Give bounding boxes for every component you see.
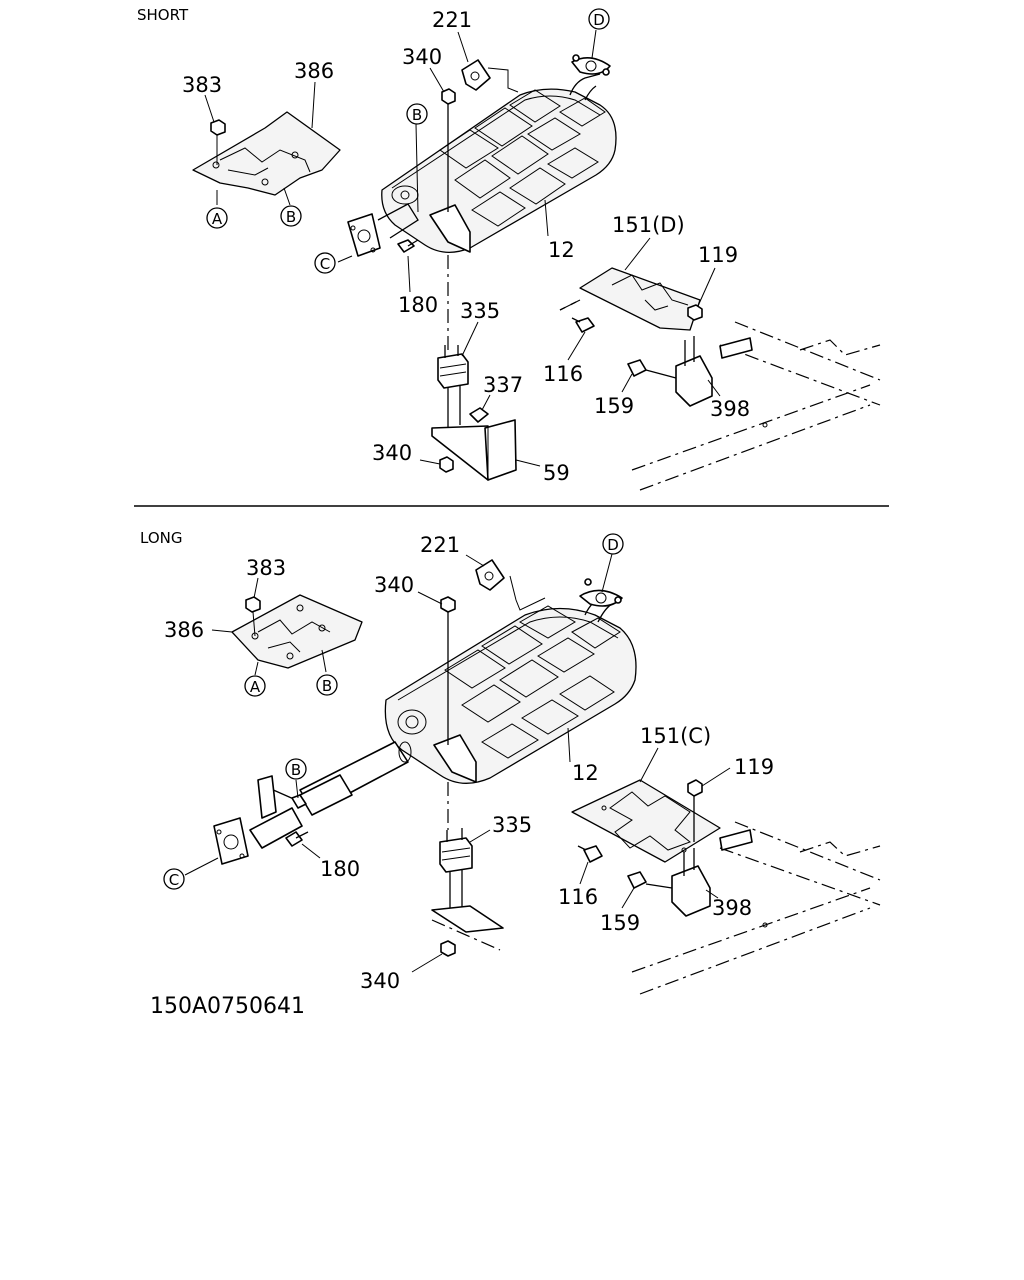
label-159-long: 159 <box>600 911 640 935</box>
outlet-flange-short <box>571 54 611 76</box>
svg-text:B: B <box>286 208 296 226</box>
label-386-short: 386 <box>294 59 334 83</box>
rubber-mount-335-short <box>437 345 469 432</box>
marker-d-long <box>602 533 624 555</box>
label-335-long: 335 <box>492 813 532 837</box>
nut-119-short <box>687 304 703 321</box>
bolt-180-long <box>285 831 309 847</box>
muffler-12-long <box>384 595 637 784</box>
inlet-pipe-long <box>213 741 412 865</box>
label-340-top-long: 340 <box>374 573 414 597</box>
short-section-title: SHORT <box>137 6 189 24</box>
svg-text:A: A <box>250 678 261 696</box>
svg-text:B: B <box>291 761 301 779</box>
circle-markers-long: A B B C D <box>163 533 624 890</box>
label-116-long: 116 <box>558 885 598 909</box>
marker-b-short <box>280 205 302 227</box>
label-151-short: 151(D) <box>612 213 685 237</box>
heat-shield-151-c <box>571 779 721 863</box>
svg-text:A: A <box>212 210 223 228</box>
label-119-short: 119 <box>698 243 738 267</box>
bolt-116-long <box>577 845 603 863</box>
label-221-long: 221 <box>420 533 460 557</box>
label-386-long: 386 <box>164 618 204 642</box>
label-221-short: 221 <box>432 8 472 32</box>
rubber-mount-335-long <box>439 828 473 912</box>
svg-text:C: C <box>320 255 330 273</box>
long-section: LONG <box>140 529 881 995</box>
leaders-long <box>184 553 731 973</box>
outlet-flange-long <box>579 578 623 607</box>
long-section-title: LONG <box>140 529 182 547</box>
label-151-long: 151(C) <box>640 724 711 748</box>
label-340-bottom-long: 340 <box>360 969 400 993</box>
label-12-long: 12 <box>572 761 599 785</box>
label-180-long: 180 <box>320 857 360 881</box>
short-section: SHORT <box>137 6 881 491</box>
label-119-long: 119 <box>734 755 774 779</box>
frame-rail-short <box>631 321 881 491</box>
bolt-337 <box>469 407 489 423</box>
bolt-159-short <box>627 359 677 379</box>
bolt-116-short <box>571 317 595 333</box>
label-12-short: 12 <box>548 238 575 262</box>
label-340-top-short: 340 <box>402 45 442 69</box>
label-159-short: 159 <box>594 394 634 418</box>
part-labels-long: 221 340 383 386 12 151(C) 119 180 335 11… <box>164 533 774 993</box>
part-labels-short: 221 340 383 386 12 151(D) 119 180 335 11… <box>182 8 750 485</box>
marker-c-short <box>314 252 336 274</box>
nut-119-long <box>687 779 703 842</box>
marker-d-short <box>588 8 610 30</box>
svg-text:C: C <box>169 871 179 889</box>
rubber-hanger-221 <box>461 59 519 93</box>
label-383-short: 383 <box>182 73 222 97</box>
frame-bracket-long <box>431 905 504 957</box>
muffler-12 <box>381 73 617 253</box>
hanger-stud-long <box>440 596 456 830</box>
label-383-long: 383 <box>246 556 286 580</box>
label-337-short: 337 <box>483 373 523 397</box>
svg-text:D: D <box>607 536 619 554</box>
label-335-short: 335 <box>460 299 500 323</box>
nut-383 <box>210 119 226 165</box>
svg-text:B: B <box>322 677 332 695</box>
hanger-stud-short <box>441 88 456 350</box>
marker-a-long <box>244 675 266 697</box>
label-59: 59 <box>543 461 570 485</box>
svg-text:D: D <box>593 11 605 29</box>
nut-340-bottom-short <box>439 456 454 473</box>
label-116-short: 116 <box>543 362 583 386</box>
label-398-long: 398 <box>712 896 752 920</box>
heat-shield-386 <box>192 111 341 196</box>
marker-c-long <box>163 868 185 890</box>
circle-markers-short: A B B C D <box>206 8 610 274</box>
marker-b-long <box>316 674 338 696</box>
leaders-short <box>204 29 721 467</box>
label-340-bottom-short: 340 <box>372 441 412 465</box>
inlet-flange-short <box>347 203 419 257</box>
marker-b-muffler-short <box>406 103 428 125</box>
bracket-398-long <box>671 848 711 917</box>
svg-text:B: B <box>412 106 422 124</box>
label-180-short: 180 <box>398 293 438 317</box>
marker-b-pipe-long <box>285 758 307 780</box>
rubber-hanger-221-long <box>475 559 546 611</box>
label-398-short: 398 <box>710 397 750 421</box>
figure-code: 150A0750641 <box>150 994 305 1019</box>
marker-a-short <box>206 207 228 229</box>
bolt-159-long <box>627 871 673 889</box>
bracket-398-short <box>675 336 713 407</box>
bolt-180-short <box>397 239 419 253</box>
frame-rail-long <box>631 821 881 995</box>
bracket-59 <box>431 419 517 481</box>
